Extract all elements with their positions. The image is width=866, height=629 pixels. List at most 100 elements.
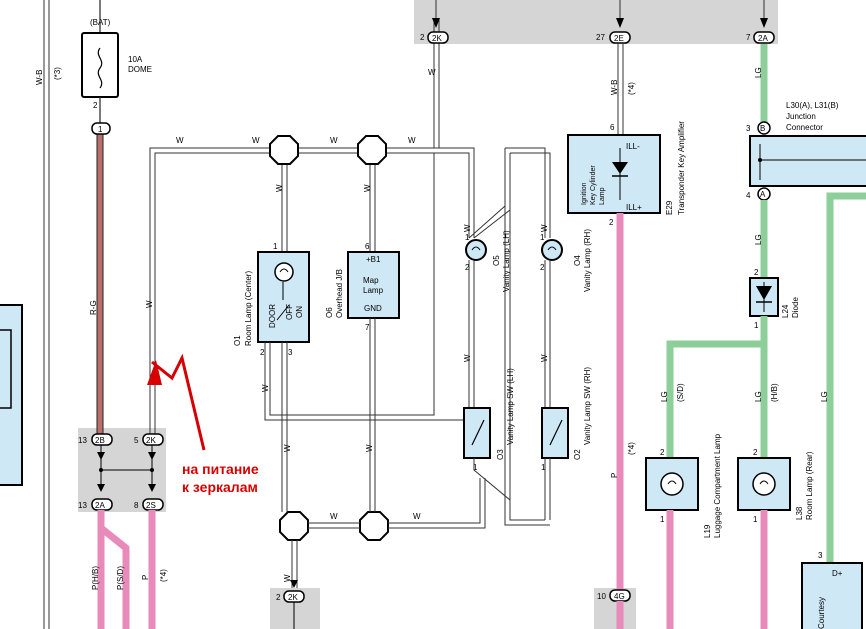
o6-gnd: GND — [364, 304, 382, 313]
svg-text:3: 3 — [818, 551, 823, 560]
arrow-2e-top — [616, 18, 624, 28]
jc-name-2: Junction — [786, 112, 816, 121]
svg-text:2S: 2S — [146, 501, 156, 510]
note4-p: (*4) — [627, 442, 636, 455]
o2-pin-1: 1 — [541, 463, 546, 472]
svg-text:3: 3 — [746, 124, 751, 133]
o1-pin-3: 3 — [288, 348, 293, 357]
o5-pin-1: 1 — [465, 233, 470, 242]
courtesy-name: Courtesy — [817, 597, 826, 629]
w-label-4: W — [408, 136, 416, 145]
svg-text:13: 13 — [78, 501, 87, 510]
bulb-icon — [471, 246, 481, 251]
o1-off: OFF — [285, 304, 294, 320]
o2-name: Vanity Lamp SW (RH) — [583, 367, 592, 445]
w-label-5: W — [428, 68, 436, 77]
l19-luggage-compartment-lamp: 2 1 L19 Luggage Compartment Lamp — [645, 433, 722, 538]
lg-label-l19: LG — [660, 391, 669, 402]
svg-text:13: 13 — [78, 436, 87, 445]
jc-name-3: Connector — [786, 123, 823, 132]
e29-inner-1: Ignition — [581, 182, 588, 205]
red-annotation: на питание к зеркалам — [147, 353, 259, 495]
wb-label: W-B — [35, 70, 44, 85]
o2-vanity-lamp-sw-rh: 1 O2 Vanity Lamp SW (RH) — [541, 367, 592, 472]
e29-ill-minus: ILL- — [626, 142, 640, 151]
o4-name: Vanity Lamp (RH) — [583, 229, 592, 292]
fuse-amp: 10A — [128, 55, 143, 64]
svg-text:2A: 2A — [95, 501, 105, 510]
e29-pin-2: 2 — [609, 218, 614, 227]
top-junction-block — [414, 0, 778, 44]
o1-pin-2: 2 — [260, 348, 265, 357]
fuse-dome: (BAT) 10A DOME 2 — [81, 0, 152, 110]
svg-text:27: 27 — [596, 33, 605, 42]
note4-left: (*4) — [159, 569, 168, 582]
svg-text:A: A — [760, 190, 766, 199]
o4-vanity-lamp-rh: 1 2 O4 Vanity Lamp (RH) — [540, 229, 592, 292]
e29-inner-2: Key Cylinder — [590, 165, 597, 205]
wb-bus: W-B (*3) — [35, 0, 62, 629]
o6-lamp: Lamp — [363, 286, 384, 295]
note4-e29: (*4) — [627, 82, 636, 95]
w-label-11: W — [463, 354, 472, 362]
note3-left: (*3) — [53, 67, 62, 80]
e29-name: Transponder Key Amplifier — [677, 121, 686, 215]
o2-code: O2 — [573, 449, 582, 460]
svg-text:2K: 2K — [288, 593, 298, 602]
upper-wiring — [149, 18, 551, 526]
o4-pin-2: 2 — [540, 263, 545, 272]
o1-pin-1: 1 — [273, 242, 278, 251]
phb-label: P(H/B) — [91, 566, 100, 590]
o3-pin-1: 1 — [473, 463, 478, 472]
o6-pin-6: 6 — [365, 242, 370, 251]
p-label-e29: P — [610, 473, 619, 478]
junction-connector-l30-l31: L30(A), L31(B) Junction Connector 3 B 4 … — [746, 101, 866, 201]
left-partial-inner — [0, 329, 12, 409]
wb-label-e29: W-B — [610, 80, 619, 95]
annotation-line-1: на питание — [182, 461, 259, 477]
e29-code: E29 — [665, 200, 674, 215]
o5-pin-2: 2 — [465, 263, 470, 272]
sd-label-l19: (S/D) — [676, 383, 685, 402]
w-label-10: W — [540, 224, 549, 232]
e29-transponder-key-amplifier: ILL- ILL+ Ignition Key Cylinder Lamp E29… — [567, 121, 686, 227]
bulb-icon — [759, 480, 769, 485]
svg-text:2K: 2K — [432, 34, 442, 43]
w-label-1: W — [176, 136, 184, 145]
svg-text:2: 2 — [753, 448, 758, 457]
arrow-2a-top — [760, 18, 768, 28]
svg-text:2A: 2A — [758, 34, 768, 43]
l38-room-lamp-rear: 2 1 L38 Room Lamp (Rear) — [737, 448, 814, 524]
o1-name: Room Lamp (Center) — [244, 271, 253, 346]
splice-2 — [357, 135, 387, 165]
o6-code: O6 — [325, 307, 334, 318]
o3-code: O3 — [496, 449, 505, 460]
splice-1 — [269, 135, 299, 165]
o1-code: O1 — [233, 335, 242, 346]
o6-overhead-jb: +B1 Map Lamp GND 6 7 O6 Overhead J/B — [325, 242, 400, 332]
o3-vanity-lamp-sw-lh: 1 O3 Vanity Lamp SW (LH) — [463, 368, 515, 472]
arrow-2k-top — [432, 18, 440, 28]
o4-code: O4 — [573, 255, 582, 266]
svg-text:2: 2 — [276, 593, 281, 602]
l24-diode: 2 1 L24 Diode — [749, 268, 800, 330]
svg-text:B: B — [760, 124, 765, 133]
svg-text:2: 2 — [754, 268, 759, 277]
w-label-7: W — [275, 184, 284, 192]
psd-label: P(S/D) — [116, 566, 125, 590]
o6-name: Overhead J/B — [335, 269, 344, 318]
bulb-icon — [279, 268, 289, 273]
p-label-left: P — [141, 575, 150, 580]
svg-text:2E: 2E — [614, 34, 624, 43]
svg-text:1: 1 — [660, 515, 665, 524]
courtesy-switch: 3 D+ Courtesy — [801, 551, 863, 629]
l24-name: Diode — [791, 297, 800, 318]
o6-b1: +B1 — [366, 255, 381, 264]
w-label-3: W — [330, 136, 338, 145]
arrow-icon — [147, 360, 162, 385]
e29-inner-3: Lamp — [599, 187, 606, 205]
courtesy-d-plus: D+ — [832, 569, 843, 578]
fuse-name: DOME — [128, 65, 152, 74]
svg-text:2: 2 — [420, 33, 425, 42]
svg-text:4: 4 — [746, 191, 751, 200]
